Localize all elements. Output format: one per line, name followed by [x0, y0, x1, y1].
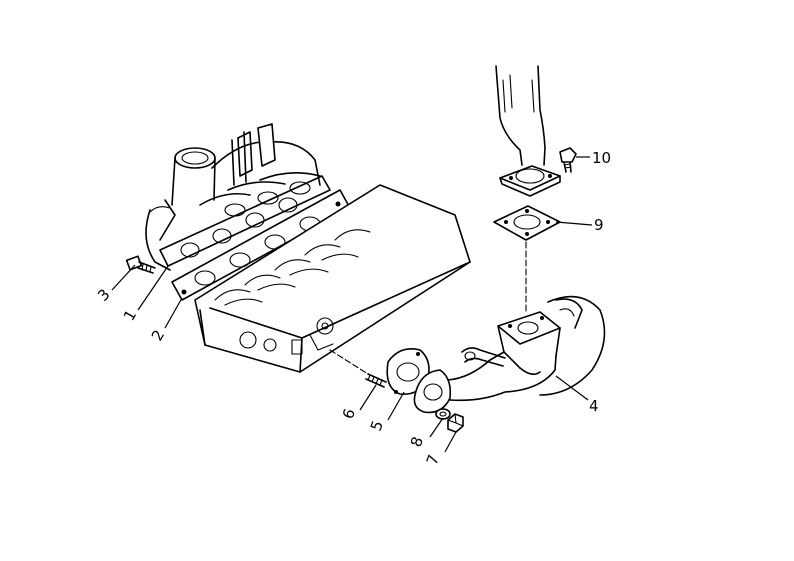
- bolt-10: [559, 147, 577, 173]
- callout-1: 1: [120, 307, 140, 324]
- bolt-3: [125, 255, 156, 274]
- exhaust-pipe: [413, 295, 606, 414]
- callout-4: 4: [589, 397, 599, 415]
- intake-manifold: [145, 123, 321, 271]
- stud-alignment-line: [329, 349, 369, 375]
- downpipe-gasket: [493, 205, 561, 241]
- cylinder-head: [194, 184, 471, 373]
- callout-7: 7: [423, 452, 443, 467]
- stud-6: [365, 373, 387, 388]
- callout-5: 5: [367, 418, 387, 433]
- callout-8: 8: [407, 434, 427, 449]
- callout-3: 3: [94, 285, 113, 304]
- washer-8: [435, 408, 451, 420]
- nut-7: [447, 413, 464, 433]
- callout-10: 10: [592, 149, 611, 167]
- callout-2: 2: [148, 327, 168, 344]
- intake-manifold-gasket: [159, 175, 331, 267]
- callout-6: 6: [339, 406, 359, 421]
- callout-leaders: [111, 156, 593, 453]
- downpipe: [495, 65, 561, 197]
- callout-9: 9: [594, 216, 604, 234]
